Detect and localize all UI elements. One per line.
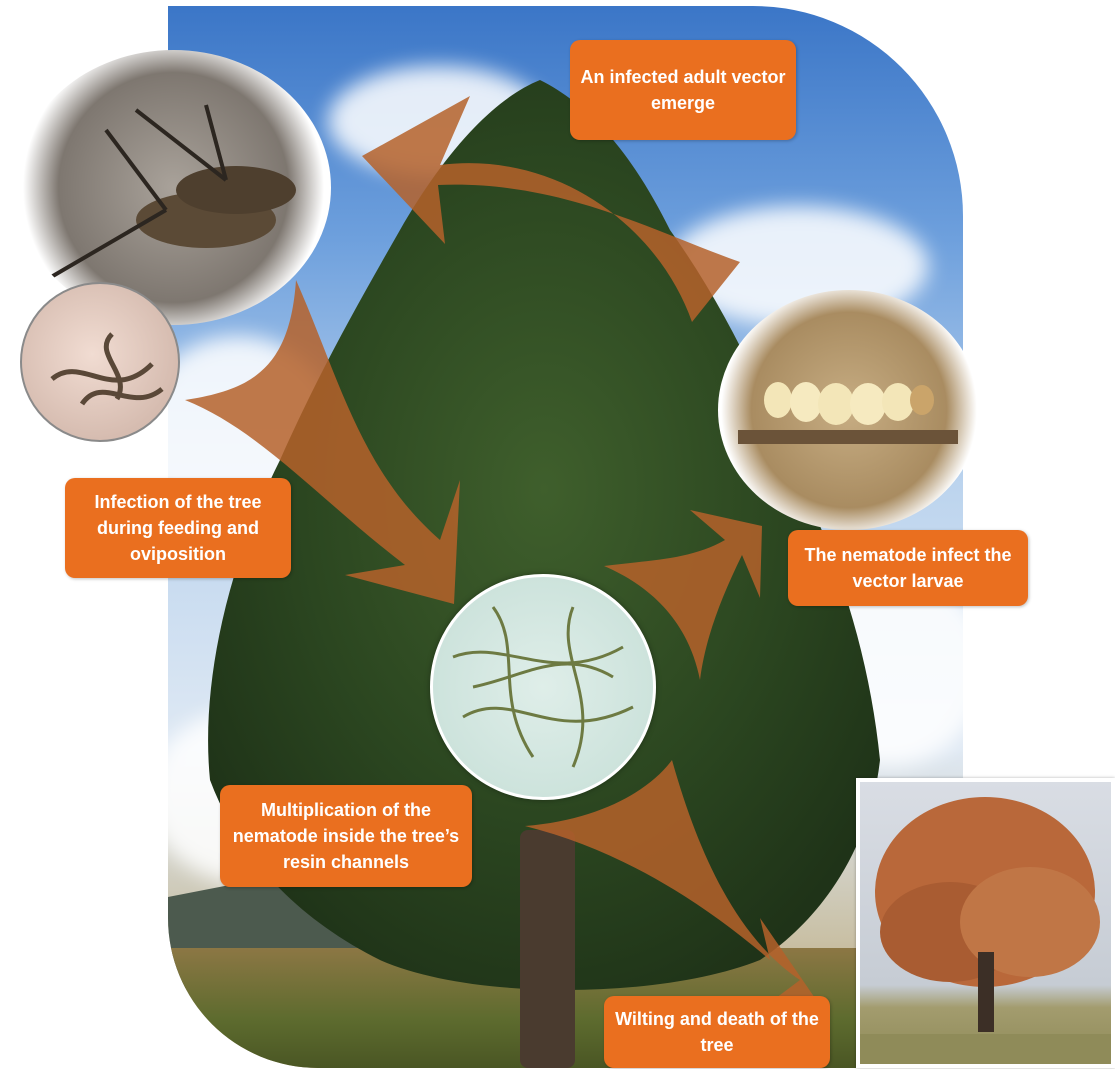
label-adult-vector: An infected adult vector emerge	[570, 40, 796, 140]
label-infection-tree: Infection of the tree during feeding and…	[65, 478, 291, 578]
arrow-center-to-wilting	[525, 760, 830, 1020]
label-infection-tree-text: Infection of the tree during feeding and…	[75, 489, 281, 567]
label-multiplication: Multiplication of the nematode inside th…	[220, 785, 472, 887]
label-adult-vector-text: An infected adult vector emerge	[580, 64, 786, 116]
label-infect-larvae-text: The nematode infect the vector larvae	[798, 542, 1018, 594]
label-wilting-text: Wilting and death of the tree	[614, 1006, 820, 1058]
label-multiplication-text: Multiplication of the nematode inside th…	[230, 797, 462, 875]
arrow-center-to-larva	[604, 510, 762, 680]
label-infect-larvae: The nematode infect the vector larvae	[788, 530, 1028, 606]
label-wilting: Wilting and death of the tree	[604, 996, 830, 1068]
